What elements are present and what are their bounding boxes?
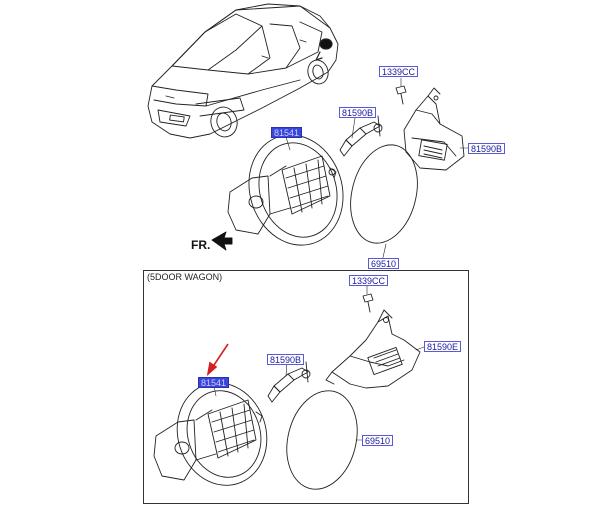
top-actuator-drawing [403, 87, 465, 171]
part-label-wagon-hinge[interactable]: 81590B [267, 354, 305, 365]
car-fuel-door-highlight [315, 38, 333, 61]
wagon-section [143, 270, 469, 504]
part-label-top-bolt[interactable]: 1339CC [379, 66, 419, 77]
top-door-drawing [350, 144, 418, 244]
part-label-top-housing[interactable]: 81541 [271, 127, 303, 138]
part-label-wagon-actuator[interactable]: 81590E [424, 341, 462, 352]
top-housing-drawing [227, 134, 344, 246]
front-indicator: FR. [191, 238, 211, 252]
part-label-wagon-door[interactable]: 69510 [362, 435, 394, 446]
part-label-top-hinge[interactable]: 81590B [339, 107, 377, 118]
top-hinge-drawing [339, 115, 383, 157]
pointer-arrow-icon [206, 343, 229, 377]
wagon-door-drawing [286, 390, 358, 490]
wagon-actuator-drawing [325, 309, 421, 389]
part-label-top-door[interactable]: 69510 [368, 258, 400, 269]
wagon-section-title: (5DOOR WAGON) [147, 272, 223, 282]
wagon-hinge-drawing [267, 361, 311, 403]
wagon-housing-drawing [153, 382, 268, 486]
top-leader-lines [285, 77, 469, 263]
front-arrow-icon [211, 231, 233, 251]
part-label-wagon-housing[interactable]: 81541 [198, 377, 230, 388]
car-illustration [147, 3, 339, 139]
wagon-bolt-drawing [362, 293, 374, 313]
part-label-top-actuator[interactable]: 81590B [468, 143, 506, 154]
top-bolt-drawing [395, 85, 407, 105]
part-label-wagon-bolt[interactable]: 1339CC [349, 275, 389, 286]
